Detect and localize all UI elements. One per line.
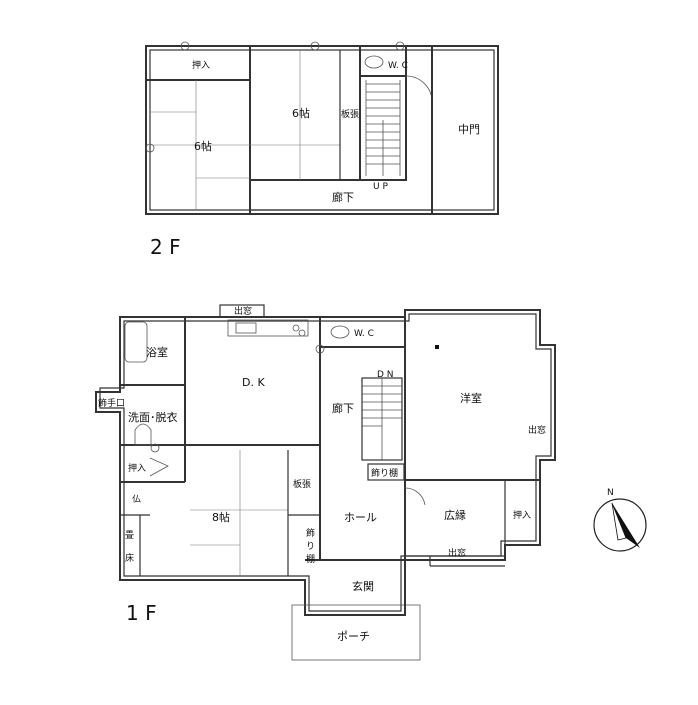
label-1f-kazari-v3: 棚 [306, 553, 315, 565]
label-1f-itabari: 板張 [293, 478, 311, 490]
porch-outline [291, 604, 421, 661]
kitchen-counter-icon [227, 319, 309, 337]
label-2f-roka: 廊下 [332, 190, 354, 204]
floor-2f-plan: 押入 6帖 6帖 板張 W. C 中門 廊下 U P [145, 41, 499, 215]
label-1f-dk: D. K [242, 376, 265, 389]
label-1f-dn: D N [377, 370, 394, 380]
label-2f-room6b: 6帖 [292, 107, 310, 120]
label-1f-oshiire-left: 押入 [128, 462, 146, 474]
label-1f-toko: 床 [125, 552, 134, 564]
toilet-1f-icon [330, 325, 350, 339]
label-2f-nakamon: 中門 [458, 123, 480, 136]
label-1f-kazari-v1: 飾 [306, 527, 315, 539]
label-1f-kazaridana: 飾り棚 [371, 467, 398, 479]
label-1f-yoshitsu: 洋室 [460, 391, 482, 405]
bathtub-icon [124, 321, 148, 363]
compass-north-label: N [607, 488, 614, 498]
label-1f-room8: 8帖 [212, 511, 230, 524]
label-2f-oshiire: 押入 [192, 59, 210, 71]
floor-label-1f: 1 F [126, 601, 157, 625]
floor-label-2f: 2 F [150, 235, 181, 259]
label-1f-porch: ポーチ [337, 630, 370, 643]
label-1f-kazari-v2: り [306, 541, 315, 552]
label-1f-demado-right: 出窓 [528, 424, 546, 436]
door-swing-icon [405, 75, 433, 101]
label-2f-room6a: 6帖 [194, 140, 212, 153]
label-1f-roka: 廊下 [332, 401, 354, 415]
label-1f-yokushitsu: 浴室 [146, 345, 168, 359]
floor-1f-plan: 出窓 浴室 W. C D. K 洋室 D N 廊下 飾手口 洗面･脱衣 出窓 飾… [95, 304, 556, 661]
label-1f-demado-top: 出窓 [234, 305, 252, 317]
label-2f-up: U P [373, 182, 388, 192]
compass-icon: N [593, 488, 647, 552]
stair-1f [361, 377, 403, 461]
label-1f-temizuguchi: 飾手口 [98, 397, 125, 409]
label-1f-demado-bottom: 出窓 [448, 547, 466, 559]
label-1f-genkan: 玄関 [352, 579, 374, 593]
sink-icon [235, 322, 257, 334]
label-2f-itabari: 板張 [341, 108, 359, 120]
label-1f-oshiire-right: 押入 [513, 509, 531, 521]
label-1f-tatami: 畳 [125, 530, 134, 541]
label-1f-hiroen: 広縁 [444, 508, 466, 522]
label-1f-senmen: 洗面･脱衣 [128, 410, 178, 424]
washbasin-icon [134, 423, 152, 446]
toilet-2f-icon [364, 55, 384, 69]
label-1f-hall: ホール [344, 511, 377, 524]
label-1f-wc: W. C [354, 329, 374, 339]
label-2f-wc: W. C [388, 61, 408, 71]
label-1f-butsu: 仏 [132, 494, 141, 505]
stair-2f [365, 80, 401, 176]
